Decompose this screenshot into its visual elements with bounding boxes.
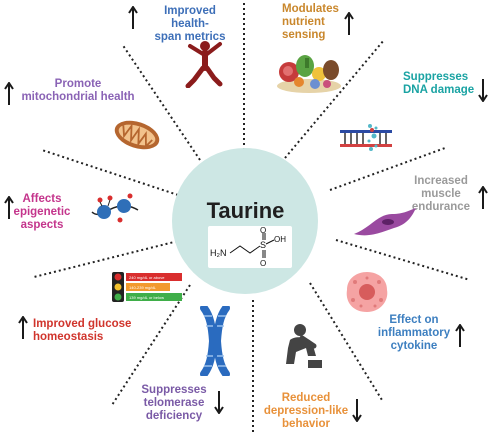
taurine-structure-icon: H₂N S OH O O [210,226,286,268]
label-epigenetic: Affects epigenetic aspects [12,193,72,232]
spoke-upper-right [329,147,446,191]
food-basket-icon [275,52,343,99]
meter-mid: 140-239 mg/dL [129,285,157,290]
muscle-cell-icon [352,206,418,245]
spokes [33,0,471,433]
label-line: cytokine [390,340,438,352]
center-title: Taurine [206,198,285,223]
meter-high: 240 mg/dL or above [129,275,165,280]
label-line: nutrient [282,16,325,28]
chromosome-icon [200,304,230,381]
arrow-up-icon [128,6,138,30]
label-line: deficiency [145,410,203,422]
dna-damage-icon [340,122,392,159]
arrow-up-icon [18,316,28,340]
formula-oh: OH [274,235,286,244]
glucose-meter-icon: 240 mg/dL or above 140-239 mg/dL 139 mg/… [112,272,184,307]
label-line: Modulates [282,3,339,15]
arrow-up-icon [344,12,354,36]
label-line: Promote [54,78,102,90]
spoke-upper-left [41,149,179,196]
label-line: homeostasis [33,331,104,343]
label-nutrient: Modulates nutrient sensing [282,3,352,42]
arrow-down-icon [352,398,362,422]
label-line: telomerase [143,397,205,409]
spoke-bottom-left [111,284,191,406]
person-jumping-icon [184,40,226,93]
spoke-top-right [284,39,385,159]
label-line: span metrics [154,31,226,43]
arrow-down-icon [478,78,488,102]
spoke-top-left [121,43,201,161]
spoke-lower-left [33,239,183,278]
label-mitochondrial: Promote mitochondrial health [16,78,140,104]
label-line: Reduced [281,392,331,404]
meter-low: 139 mg/dL or below [129,295,164,300]
label-telomerase: Suppresses telomerase deficiency [136,384,212,423]
label-muscle: Increased muscle endurance [408,175,474,214]
label-line: sensing [282,29,326,41]
label-dna: Suppresses DNA damage [403,71,479,97]
label-inflammatory: Effect on inflammatory cytokine [376,314,452,353]
label-glucose: Improved glucose homeostasis [33,318,141,344]
mitochondria-icon [112,118,162,157]
label-healthspan: Improved health- span metrics [148,5,232,44]
label-line: Effect on [389,314,439,326]
label-line: Affects [22,193,62,205]
formula-h2n: H₂N [210,248,227,258]
label-line: aspects [20,219,64,231]
label-line: DNA damage [403,84,475,96]
arrow-up-icon [478,186,488,210]
label-line: Suppresses [403,71,469,83]
arrow-down-icon [214,390,224,414]
label-line: mitochondrial health [21,91,135,103]
formula-o-top: O [260,226,266,235]
nucleosome-icon [90,192,140,229]
label-line: epigenetic [13,206,71,218]
formula-o-bottom: O [260,259,266,268]
label-depression: Reduced depression-like behavior [258,392,354,431]
label-line: Suppresses [141,384,207,396]
arrow-up-icon [455,324,465,348]
spoke-lower-right [335,239,471,281]
label-line: muscle [421,188,461,200]
arrow-up-icon [4,196,14,220]
label-line: inflammatory [377,327,451,339]
label-line: endurance [411,201,471,213]
label-line: Increased [414,175,468,187]
label-line: Improved health- [164,5,216,30]
chemical-structure: H₂N S OH O O [208,226,292,268]
label-line: behavior [282,418,330,430]
formula-s: S [260,240,266,250]
depressed-person-icon [282,322,324,375]
arrow-up-icon [4,82,14,106]
cytokine-cell-icon [343,270,391,319]
label-line: Improved glucose [33,318,132,330]
label-line: depression-like [263,405,349,417]
